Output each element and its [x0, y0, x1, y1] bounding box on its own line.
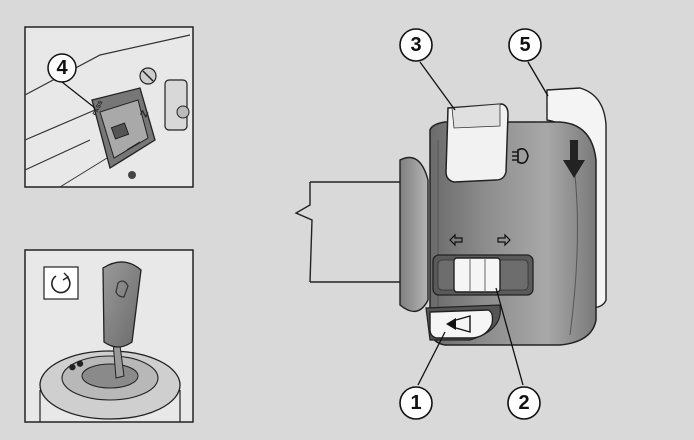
- callout-3-circle: [399, 28, 433, 62]
- turn-left-arrow-icon: [449, 233, 463, 247]
- inset-ignition-key: ⬤ ⬤: [24, 249, 194, 423]
- turn-signal-slider-2: [453, 257, 501, 293]
- rotate-icon: [51, 272, 71, 294]
- callout-5-circle: [508, 28, 542, 62]
- z-label: Z: [139, 109, 152, 119]
- callout-2: 2: [518, 392, 529, 414]
- callout-2-circle: [507, 386, 541, 420]
- main-switch-assembly: 3 5 1 2: [294, 28, 607, 420]
- down-arrow-icon: [563, 140, 585, 178]
- callout-3: 3: [410, 34, 421, 56]
- ignition-key: [102, 261, 142, 348]
- callout-4-circle: [47, 53, 77, 83]
- horn-button-1: [429, 309, 494, 339]
- handlebar-break-line: [294, 182, 313, 283]
- rotate-icon-box: [43, 266, 79, 300]
- callout-5: 5: [519, 34, 530, 56]
- callout-1-circle: [399, 386, 433, 420]
- horn-icon: [446, 315, 471, 333]
- callout-1: 1: [410, 392, 421, 414]
- callout-4: 4: [56, 57, 68, 79]
- headlight-icon: [512, 148, 529, 164]
- inset-pass-switch: PASS Z 4: [24, 26, 194, 188]
- turn-right-arrow-icon: [497, 233, 511, 247]
